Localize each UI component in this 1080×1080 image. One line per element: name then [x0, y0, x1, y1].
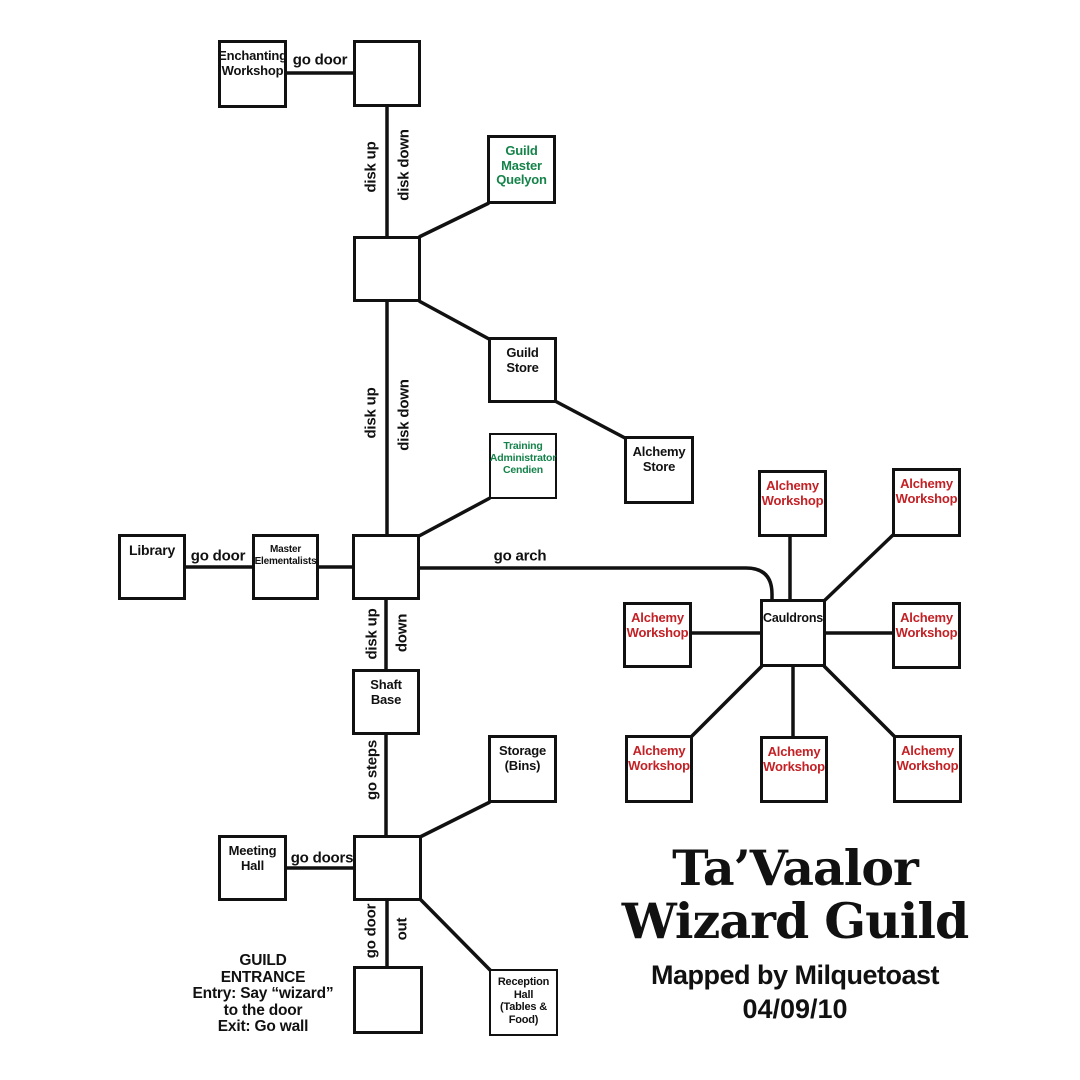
room-label: Storage (Bins)	[498, 743, 546, 773]
edge-label-out: out	[393, 917, 411, 941]
room-label: Guild Store	[506, 345, 539, 375]
room-unlabeled-entrance	[353, 966, 423, 1034]
room-alchemy-workshop-bottomright: Alchemy Workshop	[893, 735, 962, 803]
edge-label-disk-up-lower: disk up	[363, 608, 381, 660]
room-label: Alchemy Store	[632, 444, 686, 474]
room-cauldrons: Cauldrons	[760, 599, 826, 667]
room-alchemy-workshop-right: Alchemy Workshop	[892, 602, 961, 669]
edge-label-disk-up-upper: disk up	[362, 141, 380, 193]
edge-hubD-reception	[418, 897, 493, 973]
room-label: Guild Master Quelyon	[496, 143, 547, 188]
room-label: Training Administrator Cendien	[489, 440, 557, 477]
room-guild-store: Guild Store	[488, 337, 557, 403]
room-label: Alchemy Workshop	[626, 610, 689, 640]
room-unlabeled-middle	[353, 236, 421, 302]
edge-label-go-steps: go steps	[363, 739, 381, 801]
room-label: Alchemy Workshop	[628, 743, 690, 773]
room-shaft-base: Shaft Base	[352, 669, 420, 735]
guild-entrance-note: GUILD ENTRANCE Entry: Say “wizard” to th…	[192, 952, 334, 1036]
edge-storage-hubD	[419, 800, 491, 839]
room-unlabeled-top	[353, 40, 421, 107]
title-block: Ta’Vaalor Wizard Guild Mapped by Milquet…	[615, 842, 975, 1025]
edge-label-go-door-top: go door	[292, 51, 348, 69]
room-storage-bins: Storage (Bins)	[488, 735, 557, 803]
room-meeting-hall: Meeting Hall	[218, 835, 287, 901]
room-alchemy-workshop-top: Alchemy Workshop	[758, 470, 827, 537]
room-label: Alchemy Workshop	[895, 610, 958, 640]
room-master-elementalists: Master Elementalists	[252, 534, 319, 600]
room-reception-hall: Reception Hall (Tables & Food)	[489, 969, 558, 1036]
room-label: Meeting Hall	[228, 843, 277, 873]
edge-cauldrons-awbottomright	[822, 664, 897, 739]
room-alchemy-workshop-bottomleft: Alchemy Workshop	[625, 735, 693, 803]
edge-cauldrons-awbottomleft	[689, 664, 764, 739]
room-label: Library	[128, 542, 176, 558]
edge-hubC-cauldrons-arch	[419, 566, 774, 601]
room-guild-master-quelyon: Guild Master Quelyon	[487, 135, 556, 204]
room-label: Alchemy Workshop	[896, 743, 959, 773]
room-unlabeled-hub	[352, 534, 420, 600]
room-label: Enchanting Workshop	[218, 48, 287, 78]
edge-cauldrons-awtopright	[822, 533, 895, 603]
map-title: Ta’Vaalor Wizard Guild	[621, 839, 969, 950]
room-label: Alchemy Workshop	[895, 476, 958, 506]
room-alchemy-workshop-bottommid: Alchemy Workshop	[760, 736, 828, 803]
map-credit: Mapped by Milquetoast	[650, 959, 940, 990]
map-date: 04/09/10	[742, 993, 848, 1024]
room-training-administrator-cendien: Training Administrator Cendien	[489, 433, 557, 499]
room-label: Cauldrons	[763, 611, 824, 625]
room-label: Reception Hall (Tables & Food)	[497, 976, 550, 1026]
edge-label-go-doors: go doors	[290, 849, 354, 867]
room-label: Shaft Base	[370, 677, 402, 707]
edge-label-go-door-library: go door	[190, 547, 246, 565]
room-library: Library	[118, 534, 186, 600]
edge-label-disk-down-upper: disk down	[395, 129, 413, 201]
room-alchemy-workshop-topright: Alchemy Workshop	[892, 468, 961, 537]
room-label: Alchemy Workshop	[763, 744, 825, 774]
edge-guildstore-alchemystore	[554, 399, 626, 440]
edge-label-go-door-exit: go door	[362, 903, 380, 959]
room-label: Master Elementalists	[254, 544, 317, 567]
edge-boxB-guildstore	[418, 299, 490, 341]
room-label: Alchemy Workshop	[761, 478, 824, 508]
room-unlabeled-lower-hub	[353, 835, 422, 901]
room-enchanting-workshop: Enchanting Workshop	[218, 40, 287, 108]
edge-label-down-lower: down	[393, 613, 411, 653]
edge-boxB-guildmaster	[418, 201, 490, 239]
edge-label-disk-up-mid: disk up	[362, 387, 380, 439]
edge-cendien-hubC	[418, 496, 491, 538]
room-alchemy-workshop-left: Alchemy Workshop	[623, 602, 692, 668]
edge-label-disk-down-mid: disk down	[395, 379, 413, 451]
room-alchemy-store: Alchemy Store	[624, 436, 694, 504]
edge-label-go-arch: go arch	[493, 547, 547, 565]
